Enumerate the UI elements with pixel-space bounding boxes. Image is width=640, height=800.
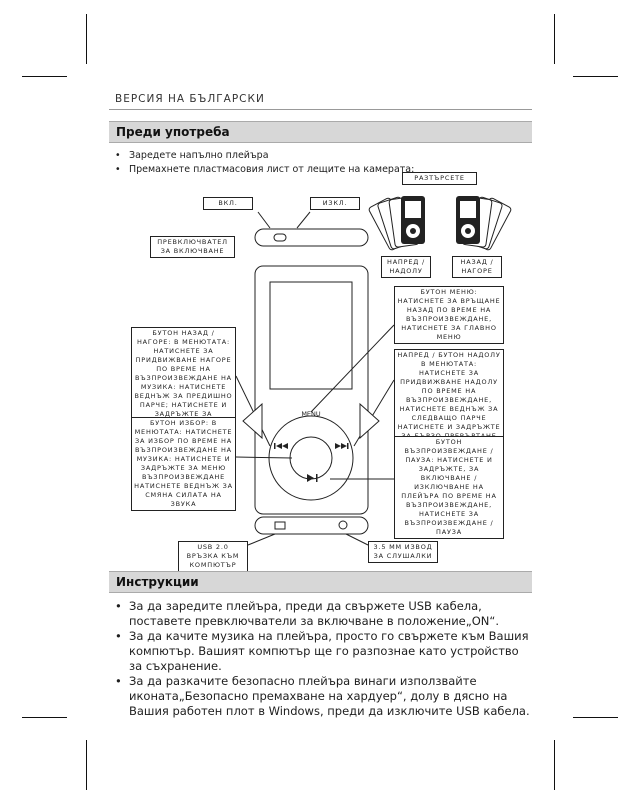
crop-mark	[22, 76, 67, 77]
off-label: ИЗКЛ.	[310, 197, 360, 210]
instructions-list: За да заредите плейъра, преди да свържет…	[115, 599, 535, 719]
player-base	[254, 516, 369, 535]
list-item: За да разкачите безопасно плейъра винаги…	[115, 674, 535, 719]
shake-label: РАЗТЪРСЕТЕ	[402, 172, 477, 185]
list-item: Премахнете пластмасовия лист от лещите н…	[115, 163, 414, 177]
player-screen	[269, 281, 353, 390]
header-divider	[109, 109, 532, 110]
usb-port-icon	[274, 521, 286, 530]
crop-mark	[22, 717, 67, 718]
power-switch-label: ПРЕВКЛЮЧВАТЕЛ ЗА ВКЛЮЧВАНЕ	[150, 236, 235, 258]
crop-mark	[554, 740, 555, 790]
crop-mark	[86, 14, 87, 64]
back-up-button-label: БУТОН НАЗАД / НАГОРЕ: В МЕНЮТАТА: НАТИСН…	[131, 327, 236, 430]
select-button	[289, 436, 333, 480]
power-switch-knob	[273, 233, 287, 242]
list-item: Заредете напълно плейъра	[115, 149, 414, 163]
shake-icon-right	[456, 196, 512, 251]
usb-port-label: USB 2.0 ВРЪЗКА КЪМ КОМПЮТЪР	[178, 541, 248, 572]
section-title: Инструкции	[116, 575, 199, 589]
select-button-label: БУТОН ИЗБОР: В МЕНЮТАТА: НАТИСНЕТЕ ЗА ИЗ…	[131, 417, 236, 511]
headphone-jack-icon	[338, 520, 348, 530]
forward-down-label: НАПРЕД / НАДОЛУ	[381, 256, 431, 278]
section-before-use: Преди употреба	[109, 121, 532, 143]
crop-mark	[554, 14, 555, 64]
list-item: За да качите музика на плейъра, просто г…	[115, 629, 535, 674]
shake-icon-left	[368, 196, 425, 251]
back-up-label: НАЗАД / НАГОРЕ	[452, 256, 502, 278]
page-header: ВЕРСИЯ НА БЪЛГАРСКИ	[115, 93, 265, 105]
power-switch-outline	[254, 228, 369, 247]
crop-mark	[573, 717, 618, 718]
headphone-jack-label: 3.5 ММ ИЗВОД ЗА СЛУШАЛКИ	[368, 541, 438, 563]
list-item: За да заредите плейъра, преди да свържет…	[115, 599, 535, 629]
menu-key-label: MENU	[301, 410, 321, 418]
before-use-list: Заредете напълно плейъра Премахнете плас…	[115, 149, 414, 177]
crop-mark	[573, 76, 618, 77]
play-pause-button-label: БУТОН ВЪЗПРОИЗВЕЖДАНЕ / ПАУЗА: НАТИСНЕТЕ…	[394, 436, 504, 539]
menu-button-label: БУТОН МЕНЮ: НАТИСНЕТЕ ЗА ВРЪЩАНЕ НАЗАД П…	[394, 286, 504, 344]
player-body	[254, 265, 369, 515]
section-instructions: Инструкции	[109, 571, 532, 593]
crop-mark	[86, 740, 87, 790]
section-title: Преди употреба	[116, 125, 230, 139]
on-label: ВКЛ.	[203, 197, 253, 210]
